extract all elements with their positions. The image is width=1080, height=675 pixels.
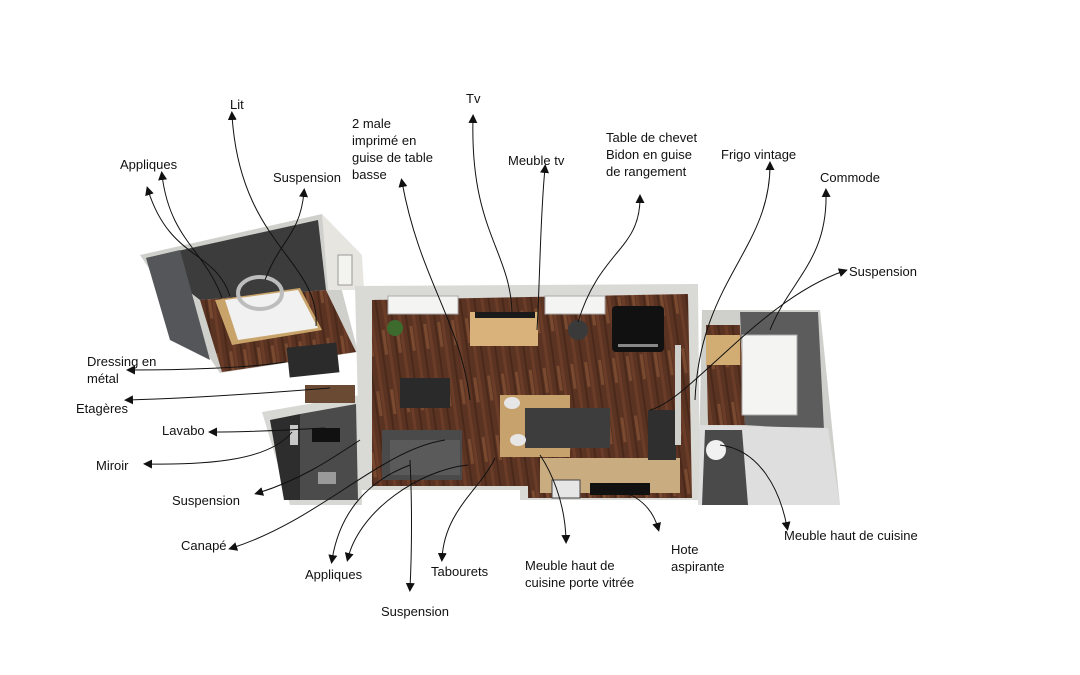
arrow-lit <box>227 111 317 327</box>
right-room-suspension <box>706 440 726 460</box>
label-lavabo: Lavabo <box>162 423 205 438</box>
label-etageres: Etagères <box>76 401 129 416</box>
arrow-hote <box>599 487 661 532</box>
label-tv: Tv <box>466 91 481 106</box>
label-suspension-bottom: Suspension <box>381 604 449 619</box>
label-dressing: Dressing en métal <box>87 354 157 386</box>
label-hote: Hote aspirante <box>671 542 725 574</box>
bedroom-window <box>337 254 353 286</box>
right-room-block <box>698 310 840 505</box>
arrow-table-chevet <box>577 194 645 323</box>
label-appliques-bottom: Appliques <box>305 567 363 582</box>
arrow-tabourets <box>437 457 496 562</box>
right-shelf <box>706 335 740 365</box>
arrow-lavabo <box>208 427 326 437</box>
bathroom-shelf <box>318 472 336 484</box>
label-appliques-top: Appliques <box>120 157 178 172</box>
bin-storage <box>568 320 588 340</box>
bedroom-block <box>140 214 364 378</box>
bedroom-back-wall <box>146 220 326 300</box>
stool-2 <box>510 434 526 446</box>
arrow-suspension-right <box>649 268 848 411</box>
arrow-suspension-left <box>254 439 361 496</box>
etageres-unit <box>305 385 355 403</box>
label-frigo: Frigo vintage <box>721 147 797 162</box>
label-lit: Lit <box>230 97 244 112</box>
bathroom-block <box>262 385 362 505</box>
right-lower-dark <box>702 430 748 505</box>
label-table-chevet: Table de chevet Bidon en guise de rangem… <box>606 130 698 179</box>
label-canape: Canapé <box>181 538 227 553</box>
arrow-meuble-vitree <box>539 454 571 544</box>
arrow-suspension-top <box>264 188 309 281</box>
arrow-miroir <box>143 431 293 469</box>
label-meuble-vitree: Meuble haut de cuisine porte vitrée <box>525 558 635 590</box>
label-tabourets: Tabourets <box>431 564 489 579</box>
bedroom-side-wall <box>322 214 364 290</box>
commode <box>741 334 798 416</box>
plant <box>387 320 403 336</box>
arrow-appliques-1 <box>158 171 223 299</box>
arrow-appliques-b1 <box>328 464 411 564</box>
arrow-male <box>398 178 471 401</box>
partition-wall <box>648 410 676 460</box>
bed-duvet <box>225 290 318 340</box>
vintage-fridge <box>612 306 664 352</box>
bathroom-mirror <box>290 425 298 445</box>
arrow-meuble-haut <box>719 444 791 531</box>
arrow-etageres <box>124 387 331 405</box>
label-meuble-tv: Meuble tv <box>508 153 565 168</box>
arrow-tv <box>468 114 513 313</box>
label-meuble-haut: Meuble haut de cuisine <box>784 528 918 543</box>
arrow-frigo <box>694 161 775 401</box>
main-room-block <box>355 284 700 500</box>
label-miroir: Miroir <box>96 458 129 473</box>
tv-screen <box>475 312 535 318</box>
label-suspension-right: Suspension <box>849 264 917 279</box>
arrow-canape <box>228 439 446 551</box>
glass-cabinet <box>551 479 581 499</box>
bedroom-dressing-wall <box>146 250 210 360</box>
coffee-table <box>400 378 450 408</box>
bathroom-sink <box>312 428 340 442</box>
fridge-handle <box>618 344 658 347</box>
main-room-window-left <box>387 295 459 315</box>
arrow-suspension-bottom <box>405 459 415 592</box>
arrow-commode <box>769 188 831 331</box>
bedroom-dresser <box>286 342 340 378</box>
label-suspension-top: Suspension <box>273 170 341 185</box>
interior-partition <box>675 345 681 445</box>
arrow-appliques-2 <box>145 186 231 297</box>
stool-1 <box>504 397 520 409</box>
main-room-window-center <box>544 295 606 315</box>
kitchen-counter-dark <box>525 408 610 448</box>
label-commode: Commode <box>820 170 880 185</box>
label-suspension-left: Suspension <box>172 493 240 508</box>
label-male: 2 male imprimé en guise de table basse <box>352 116 433 182</box>
range-hood <box>590 483 650 495</box>
arrow-appliques-b2 <box>344 464 469 562</box>
bedroom-suspension-ring <box>236 275 284 311</box>
arrow-dressing <box>126 361 286 375</box>
arrow-meuble-tv <box>536 164 550 331</box>
annotation-arrows <box>124 111 848 592</box>
